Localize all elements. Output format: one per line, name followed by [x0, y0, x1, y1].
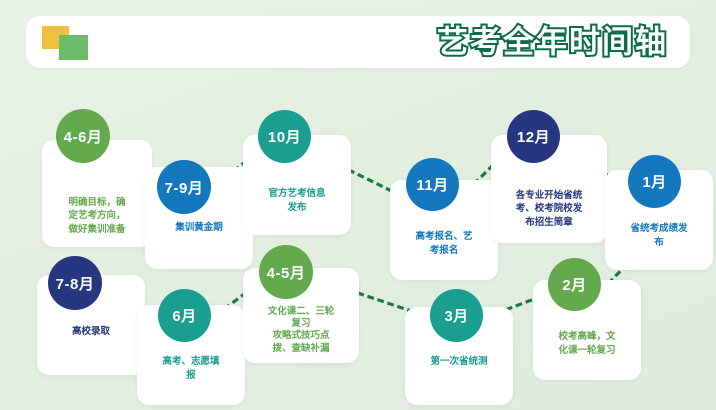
- timeline-bubble-4-5[interactable]: 4-5月: [259, 245, 313, 299]
- timeline-bubble-label: 11月: [416, 177, 449, 194]
- timeline-bubble-12[interactable]: 12月: [507, 110, 560, 163]
- timeline-card-description: 省统考成绩发 布: [630, 223, 688, 249]
- timeline-bubble-7-9[interactable]: 7-9月: [157, 160, 211, 214]
- timeline-bubble-label: 12月: [516, 129, 551, 146]
- timeline-card-description: 各专业开始省统 考、校考院校发 布招生简章: [515, 189, 583, 229]
- timeline-bubble-4-6[interactable]: 4-6月: [56, 109, 110, 163]
- header-bar: 艺考全年时间轴: [26, 16, 690, 68]
- timeline-bubble-label: 3月: [444, 308, 469, 325]
- timeline-bubble-label: 4-6月: [63, 128, 103, 146]
- logo-square-green-icon: [59, 35, 88, 60]
- timeline-card-description: 集训黄金期: [175, 222, 223, 234]
- timeline-bubble-10[interactable]: 10月: [258, 110, 311, 163]
- timeline-bubble-7-8[interactable]: 7-8月: [48, 256, 102, 310]
- timeline-bubble-2[interactable]: 2月: [548, 258, 601, 311]
- timeline-card-description: 文化课二、三轮 复习 攻略式技巧点 拨、查缺补漏: [267, 305, 335, 354]
- timeline-card-description: 高校录取: [71, 326, 110, 338]
- timeline-card-description: 明确目标，确 定艺考方向， 做好集训准备: [68, 196, 126, 236]
- timeline-bubble-1[interactable]: 1月: [628, 155, 681, 208]
- timeline-card-description: 高考、志愿填 报: [162, 356, 220, 382]
- timeline-card-description: 第一次省统测: [430, 356, 488, 368]
- timeline-bubble-11[interactable]: 11月: [406, 158, 459, 211]
- timeline-bubble-label: 1月: [642, 174, 667, 191]
- timeline-bubble-3[interactable]: 3月: [430, 289, 483, 342]
- timeline-bubble-label: 4-5月: [266, 264, 306, 282]
- timeline-bubble-6[interactable]: 6月: [158, 289, 211, 342]
- timeline-card-description: 高考报名、艺 考报名: [415, 231, 473, 257]
- timeline-card-description: 校考高峰，文 化课一轮复习: [558, 331, 616, 357]
- timeline-card-6[interactable]: 高考、志愿填 报: [137, 305, 245, 405]
- logo-squares-icon: [42, 26, 98, 60]
- timeline-card-description: 官方艺考信息 发布: [268, 188, 326, 214]
- page-title: 艺考全年时间轴: [435, 24, 668, 60]
- timeline-bubble-label: 7-9月: [164, 179, 204, 197]
- timeline-bubble-label: 6月: [172, 308, 197, 325]
- timeline-bubble-label: 7-8月: [55, 275, 95, 293]
- timeline-card-12[interactable]: 各专业开始省统 考、校考院校发 布招生简章: [491, 135, 607, 243]
- timeline-bubble-label: 2月: [562, 277, 587, 294]
- timeline-bubble-label: 10月: [267, 129, 302, 146]
